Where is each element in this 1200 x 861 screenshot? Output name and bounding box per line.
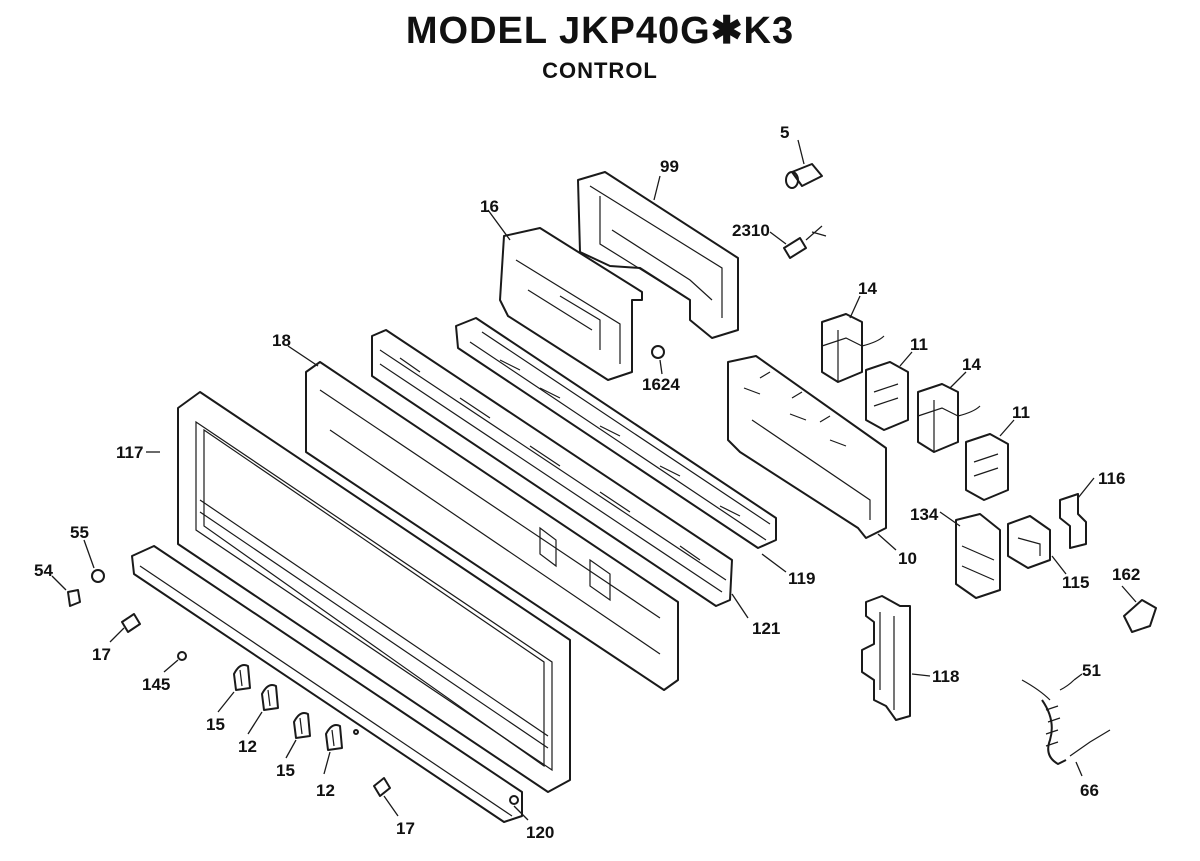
- part-17-upper[interactable]: [109, 613, 141, 643]
- callout-54: 54: [34, 561, 53, 580]
- part-11-lower[interactable]: [965, 419, 1015, 501]
- part-16[interactable]: [487, 209, 643, 381]
- callout-11-upper: 11: [910, 335, 928, 354]
- callout-15-upper: 15: [206, 715, 225, 734]
- part-12-upper[interactable]: [247, 684, 279, 735]
- callout-15-lower: 15: [276, 761, 295, 780]
- callout-14-upper: 14: [858, 279, 877, 298]
- callout-55: 55: [70, 523, 89, 542]
- page-subtitle: CONTROL: [542, 58, 658, 83]
- callout-5: 5: [780, 123, 789, 142]
- callout-16: 16: [480, 197, 499, 216]
- callout-115: 115: [1062, 573, 1089, 592]
- part-55[interactable]: [83, 539, 105, 583]
- callout-162: 162: [1112, 565, 1140, 584]
- callout-145: 145: [142, 675, 170, 694]
- callout-118: 118: [932, 667, 959, 686]
- part-1624[interactable]: [651, 345, 665, 375]
- part-115[interactable]: [1007, 515, 1067, 575]
- callout-120: 120: [526, 823, 554, 842]
- callout-121: 121: [752, 619, 780, 638]
- part-5[interactable]: [785, 139, 823, 189]
- callout-11-lower: 11: [1012, 403, 1030, 422]
- callout-18: 18: [272, 331, 291, 350]
- callout-17-lower: 17: [396, 819, 415, 838]
- part-121[interactable]: [371, 329, 749, 619]
- callout-2310: 2310: [732, 221, 770, 240]
- part-145[interactable]: [163, 651, 187, 673]
- part-12-lower[interactable]: [323, 724, 359, 775]
- part-2310[interactable]: [769, 225, 827, 259]
- part-134[interactable]: [939, 511, 1001, 599]
- part-51[interactable]: [1021, 673, 1083, 701]
- callout-119: 119: [788, 569, 815, 588]
- part-162[interactable]: [1121, 585, 1157, 633]
- callout-51: 51: [1082, 661, 1101, 680]
- part-18[interactable]: [287, 345, 679, 691]
- part-120[interactable]: [131, 545, 529, 823]
- part-15-upper[interactable]: [217, 664, 251, 713]
- callout-17-upper: 17: [92, 645, 111, 664]
- part-14-lower[interactable]: [917, 371, 981, 453]
- part-66[interactable]: [1041, 699, 1111, 777]
- part-119[interactable]: [455, 317, 787, 573]
- part-54[interactable]: [51, 575, 81, 607]
- part-99[interactable]: [577, 171, 739, 339]
- callout-66: 66: [1080, 781, 1099, 800]
- callout-116: 116: [1098, 469, 1125, 488]
- part-14-upper[interactable]: [821, 295, 885, 383]
- callout-labels: 5 99 16 2310 14 14 11 11 18 1624 117 116…: [34, 123, 1140, 842]
- callout-1624: 1624: [642, 375, 680, 394]
- callout-12-upper: 12: [238, 737, 257, 756]
- page-title: MODEL JKP40G✱K3: [405, 10, 795, 52]
- callout-14-lower: 14: [962, 355, 981, 374]
- callout-117: 117: [116, 443, 143, 462]
- callout-134: 134: [910, 505, 939, 524]
- callout-10: 10: [898, 549, 917, 568]
- part-11-upper[interactable]: [865, 351, 913, 431]
- callout-12-lower: 12: [316, 781, 335, 800]
- part-15-lower[interactable]: [285, 712, 311, 759]
- part-117[interactable]: [146, 391, 571, 793]
- part-118[interactable]: [861, 595, 931, 721]
- part-116[interactable]: [1059, 477, 1095, 549]
- part-10[interactable]: [727, 355, 897, 551]
- part-17-lower[interactable]: [373, 777, 399, 817]
- callout-99: 99: [660, 157, 679, 176]
